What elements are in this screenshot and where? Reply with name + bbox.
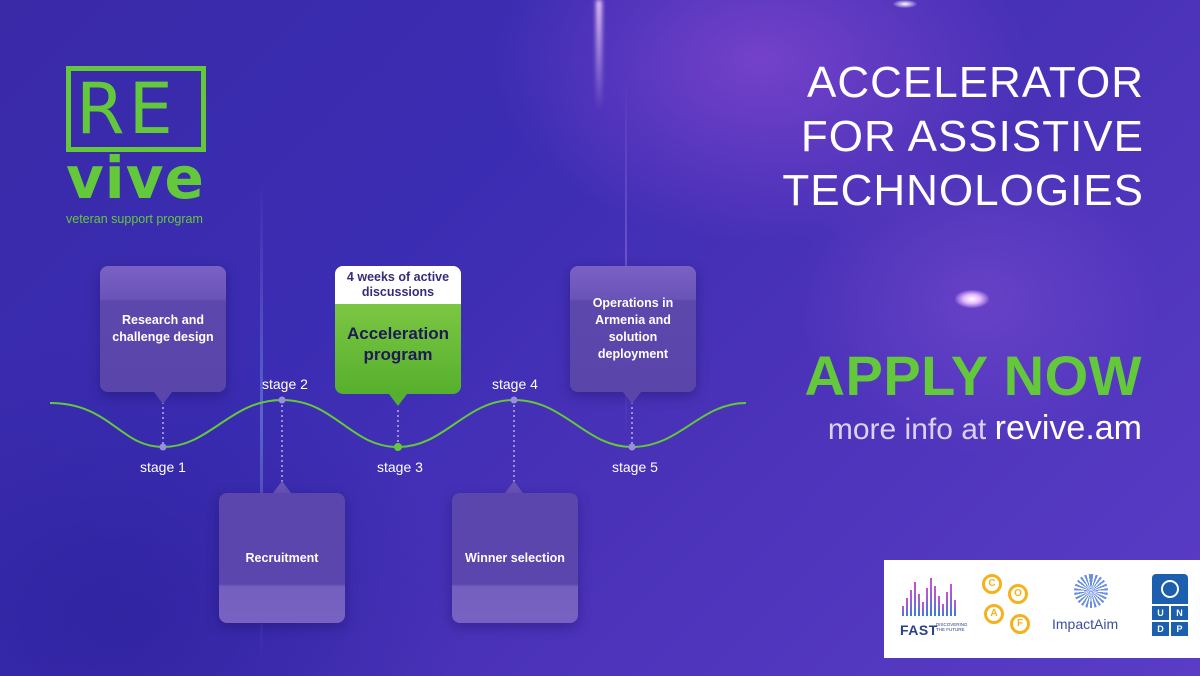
coaf-letter: C bbox=[982, 574, 1002, 594]
impactaim-logo: ImpactAim bbox=[1048, 574, 1138, 646]
card-pointer bbox=[623, 392, 641, 404]
stage-5-title: Operations in Armenia and solution deplo… bbox=[592, 296, 674, 361]
stage-4-card: Winner selection bbox=[452, 493, 578, 623]
website-link[interactable]: revive.am bbox=[994, 409, 1142, 447]
headline: ACCELERATOR FOR ASSISTIVE TECHNOLOGIES bbox=[724, 56, 1144, 218]
card-pointer bbox=[505, 481, 523, 493]
stage-2-label: stage 2 bbox=[262, 376, 308, 392]
stage-1-title: Research and challenge design bbox=[112, 313, 214, 344]
stage-3-card: 4 weeks of active discussions Accelerati… bbox=[335, 266, 461, 394]
coaf-letter: F bbox=[1010, 614, 1030, 634]
stage-2-title: Recruitment bbox=[245, 550, 319, 565]
coaf-letter: O bbox=[1008, 584, 1028, 604]
logo-tagline: veteran support program bbox=[66, 212, 203, 226]
more-info-prefix: more info at bbox=[827, 413, 987, 446]
stage-dot bbox=[628, 443, 636, 451]
stage-dot-active bbox=[394, 443, 402, 451]
undp-letters: U N D P bbox=[1152, 606, 1188, 636]
stage-3-title: Acceleration program bbox=[346, 324, 450, 364]
wave-line bbox=[49, 398, 747, 449]
logo-re-text: RE bbox=[76, 68, 177, 150]
un-globe-icon bbox=[1152, 574, 1188, 604]
card-pointer bbox=[273, 481, 291, 493]
stage-1-label: stage 1 bbox=[140, 459, 186, 475]
stage-5-label: stage 5 bbox=[612, 459, 658, 475]
partner-logos: FAST DISCOVERING THE FUTURE C O A F Impa… bbox=[884, 560, 1200, 658]
stage-3-label: stage 3 bbox=[377, 459, 423, 475]
undp-logo: U N D P bbox=[1152, 574, 1188, 646]
stage-4-title: Winner selection bbox=[465, 550, 565, 565]
stage-dot bbox=[159, 443, 167, 451]
logo-vive-text: vive bbox=[66, 144, 205, 212]
stage-dot bbox=[510, 396, 518, 404]
stage-1-card: Research and challenge design bbox=[100, 266, 226, 392]
headline-line: ACCELERATOR bbox=[806, 58, 1144, 107]
coaf-logo: C O A F bbox=[982, 574, 1032, 638]
undp-letter: P bbox=[1171, 622, 1188, 636]
stage-3-duration: 4 weeks of active discussions bbox=[335, 266, 461, 304]
headline-line: FOR ASSISTIVE bbox=[800, 112, 1144, 161]
card-pointer bbox=[154, 392, 172, 404]
stage-2-card: Recruitment bbox=[219, 493, 345, 623]
undp-letter: N bbox=[1171, 606, 1188, 620]
more-info-text: more info at revive.am bbox=[828, 408, 1142, 450]
stage-dot bbox=[278, 396, 286, 404]
undp-letter: D bbox=[1152, 622, 1169, 636]
fast-tagline: DISCOVERING THE FUTURE bbox=[936, 622, 968, 632]
impactaim-mark-icon bbox=[1074, 574, 1108, 608]
stage-5-card: Operations in Armenia and solution deplo… bbox=[570, 266, 696, 392]
logo-frame bbox=[66, 66, 206, 152]
fast-logo: FAST DISCOVERING THE FUTURE bbox=[896, 572, 968, 648]
undp-letter: U bbox=[1152, 606, 1169, 620]
apply-now-heading: APPLY NOW bbox=[804, 344, 1142, 407]
stage-4-label: stage 4 bbox=[492, 376, 538, 392]
headline-line: TECHNOLOGIES bbox=[782, 166, 1144, 215]
card-pointer bbox=[389, 394, 407, 406]
revive-logo: RE vive veteran support program bbox=[66, 66, 216, 226]
fast-wave-icon bbox=[902, 576, 958, 616]
impactaim-name: ImpactAim bbox=[1052, 616, 1119, 632]
coaf-letter: A bbox=[984, 604, 1004, 624]
fast-name: FAST bbox=[900, 622, 938, 638]
